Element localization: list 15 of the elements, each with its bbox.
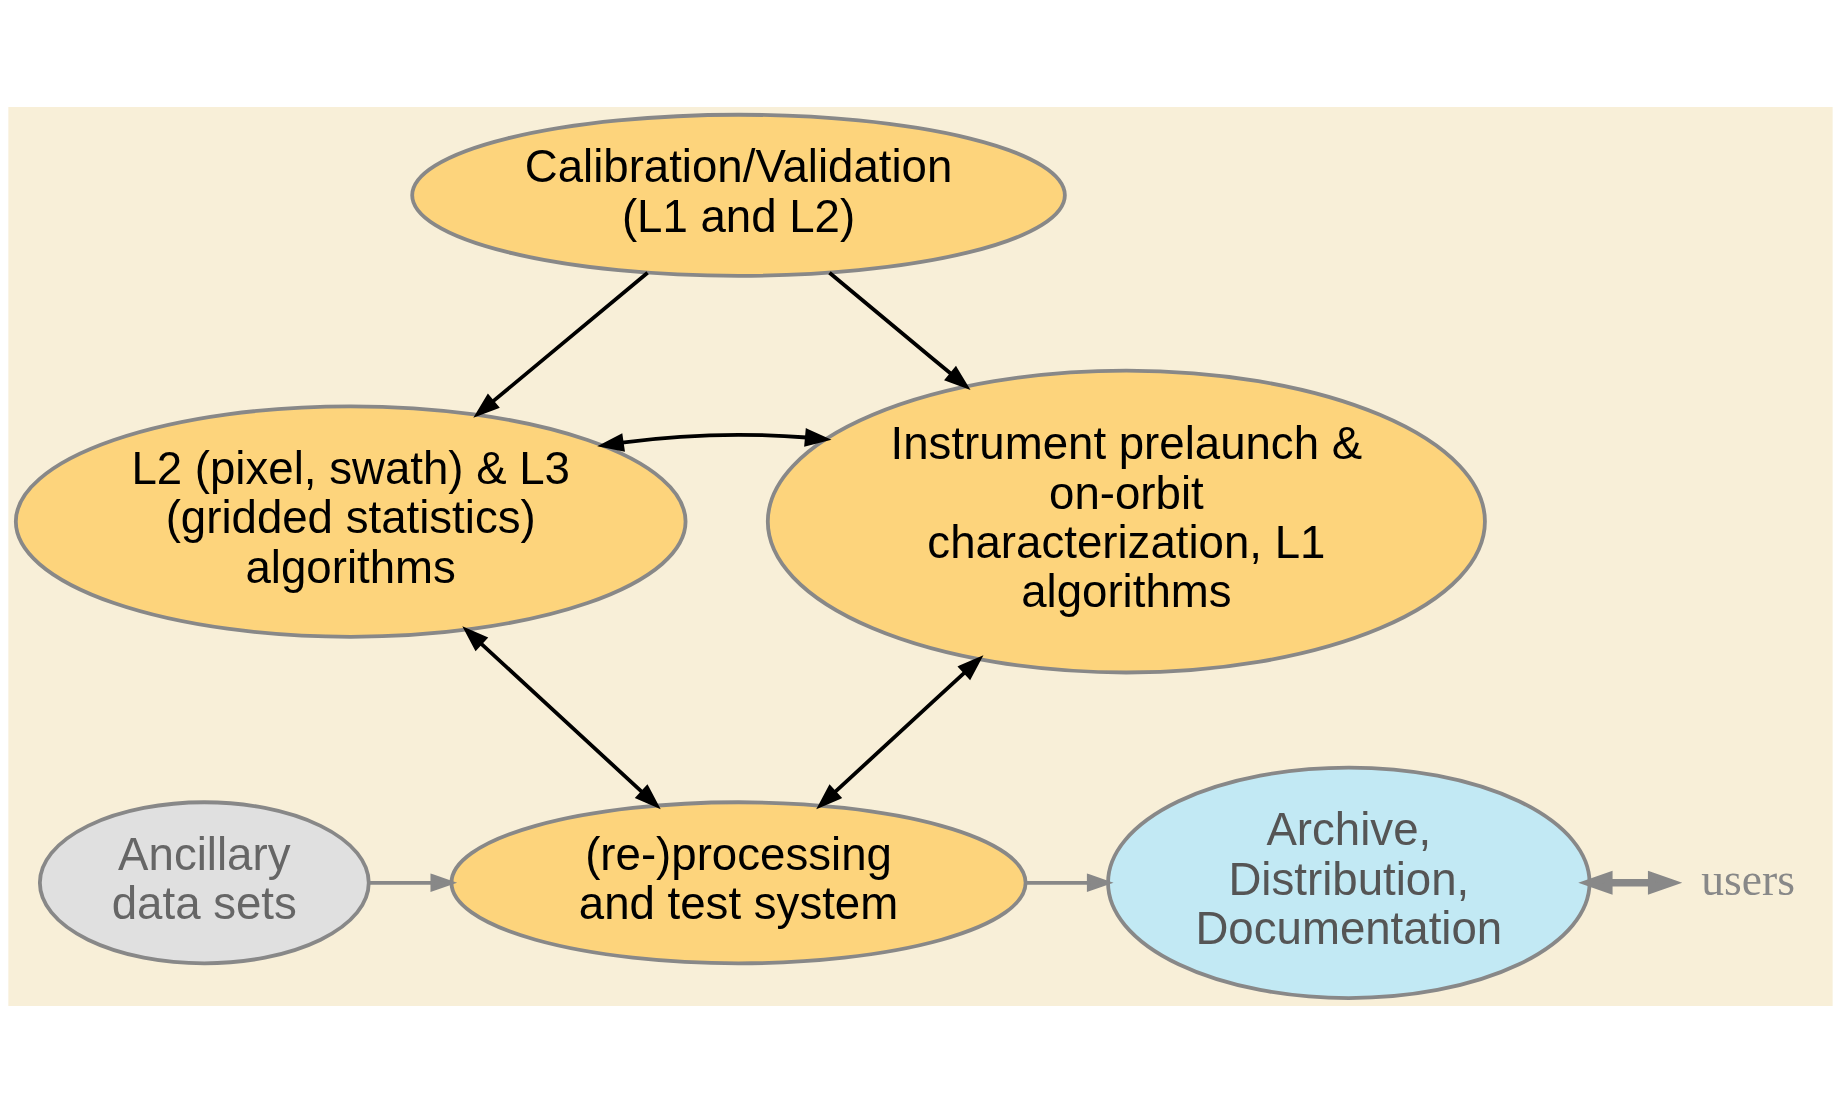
- node-ellipse: Ancillary data sets: [37, 799, 371, 965]
- node-ellipse: Calibration/Validation (L1 and L2): [410, 112, 1067, 278]
- arrow: [597, 427, 832, 452]
- arrow: [473, 270, 649, 418]
- arrow: [1578, 870, 1683, 895]
- arrow: [1025, 872, 1114, 892]
- arrow: [369, 872, 458, 892]
- node-ellipse: L2 (pixel, swath) & L3 (gridded statistics) algorithms: [13, 403, 688, 639]
- node-ellipse: (re-)processing and test system: [449, 799, 1028, 965]
- arrow: [828, 270, 971, 390]
- arrow: [816, 654, 984, 809]
- node-ellipse: Instrument prelaunch & on-orbit characterization, L1 algorithms: [765, 368, 1487, 674]
- node-text: users: [1701, 853, 1795, 905]
- arrow: [462, 625, 661, 809]
- node-ellipse: Archive, Distribution, Documentation: [1106, 765, 1592, 1000]
